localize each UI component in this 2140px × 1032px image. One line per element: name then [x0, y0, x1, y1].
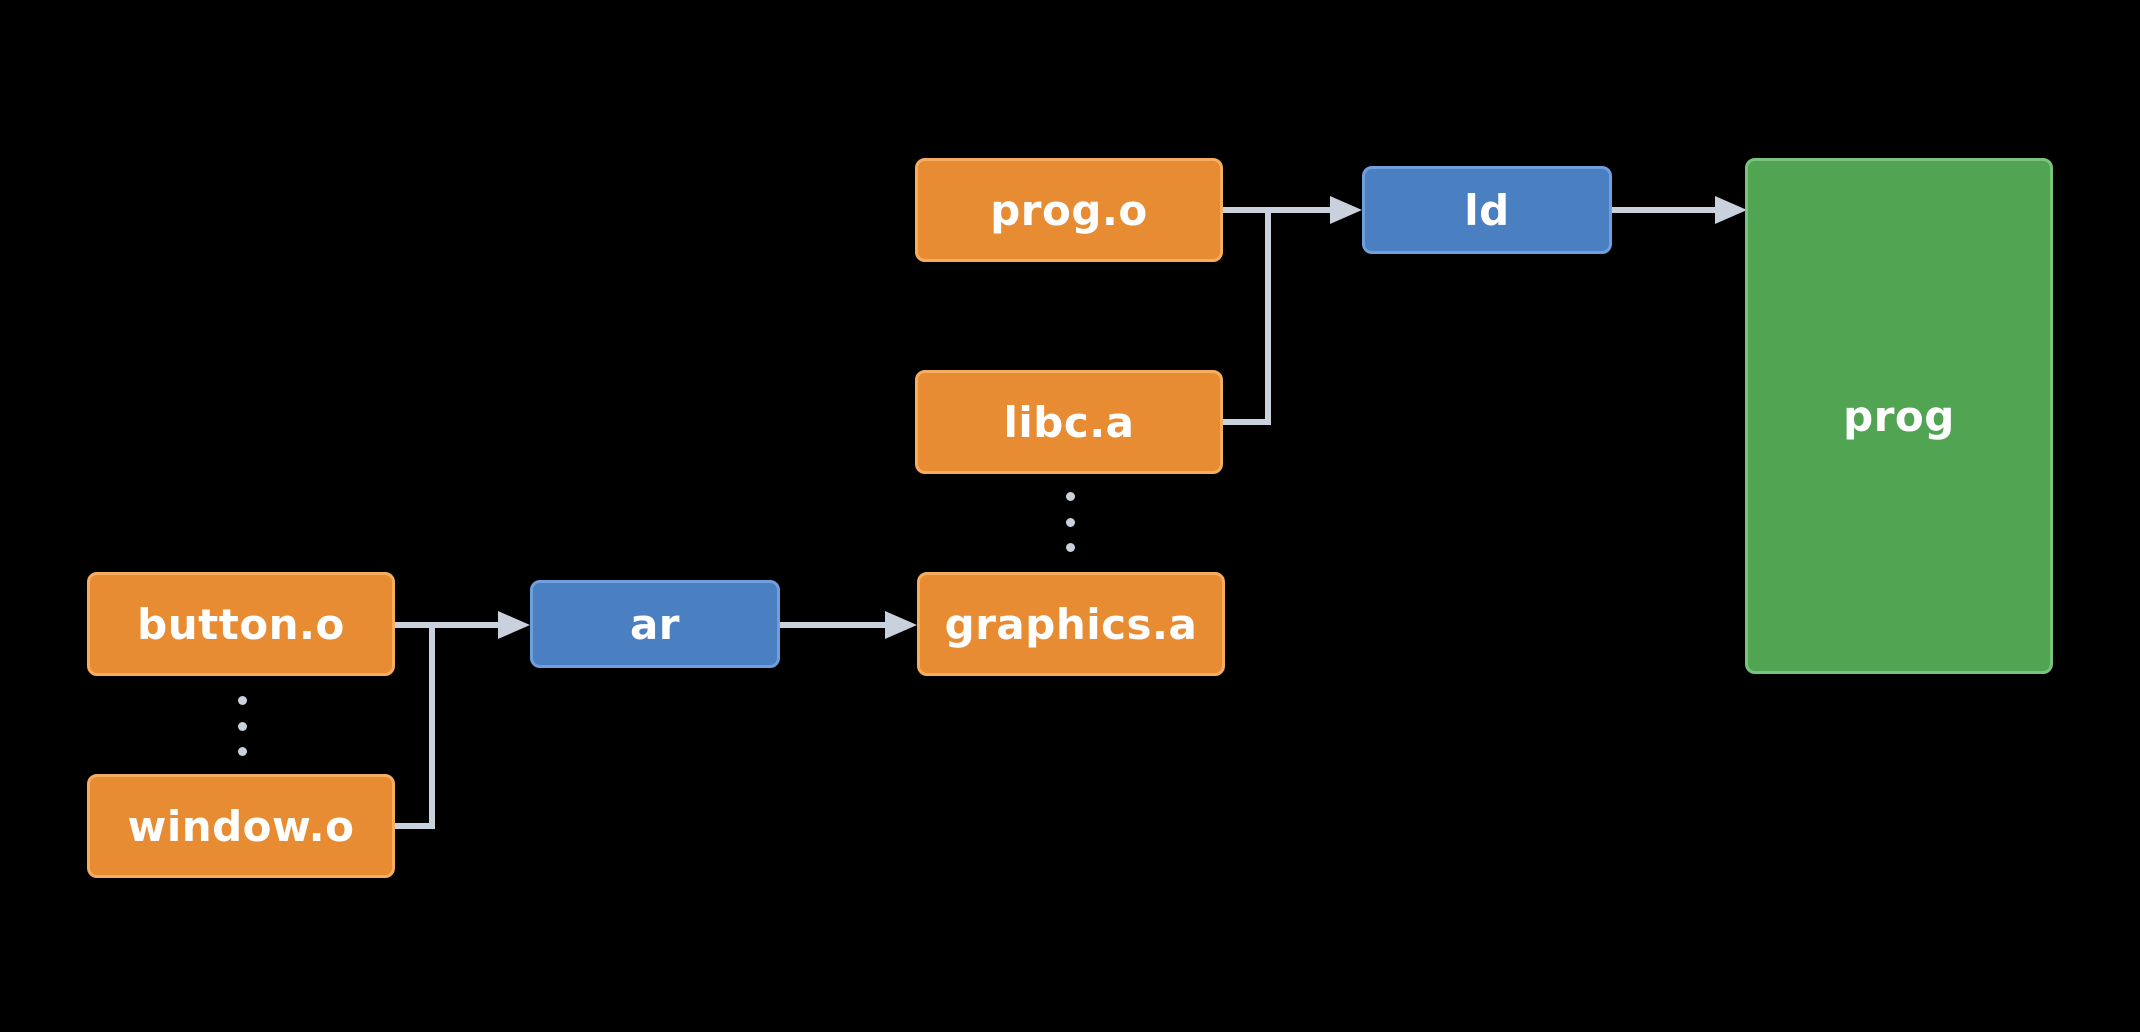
dot — [1065, 517, 1075, 527]
node-ar-label: ar — [629, 599, 681, 649]
node-button-o: button.o — [87, 572, 395, 676]
arrowhead-ld — [1330, 196, 1362, 224]
node-window-o: window.o — [87, 774, 395, 878]
dot — [237, 721, 247, 731]
node-libc-a-label: libc.a — [1003, 397, 1135, 447]
node-button-o-label: button.o — [137, 599, 345, 649]
node-graphics-a-label: graphics.a — [944, 599, 1198, 649]
node-prog-output: prog — [1745, 158, 2053, 674]
connector-libc-to-join — [1223, 210, 1271, 425]
dot — [1065, 543, 1075, 552]
node-libc-a: libc.a — [915, 370, 1223, 474]
node-ld-label: ld — [1464, 185, 1510, 235]
dot — [237, 696, 247, 705]
node-prog-o-label: prog.o — [990, 185, 1148, 235]
node-window-o-label: window.o — [127, 801, 355, 851]
node-ar-tool: ar — [530, 580, 780, 668]
dot — [237, 747, 247, 756]
arrowhead-graphics — [885, 611, 917, 639]
arrowhead-ar — [498, 611, 530, 639]
connector-window-to-join — [394, 625, 435, 829]
node-graphics-a: graphics.a — [917, 572, 1225, 676]
ellipsis-left — [236, 696, 248, 756]
dot — [1065, 492, 1075, 501]
node-prog-o: prog.o — [915, 158, 1223, 262]
ellipsis-middle — [1064, 492, 1076, 552]
node-prog-label: prog — [1843, 391, 1955, 441]
node-ld-tool: ld — [1362, 166, 1612, 254]
arrowhead-prog — [1715, 196, 1747, 224]
